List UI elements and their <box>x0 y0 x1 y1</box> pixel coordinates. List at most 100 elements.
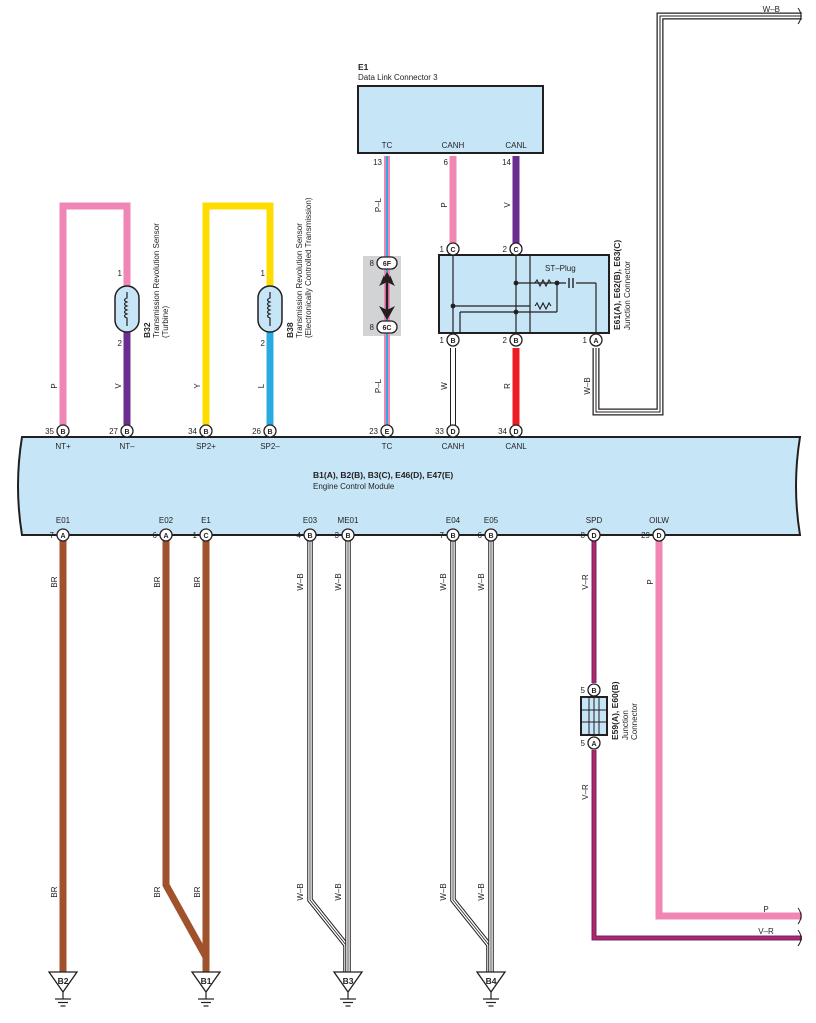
dlc-pin-tc-label: TC <box>382 141 393 150</box>
ecm-terminal-me01: ME01 <box>338 516 359 525</box>
e59-codes: E59(A), E60(B) <box>610 681 620 740</box>
wire-label-pl-tc: P–L <box>374 378 383 393</box>
e61-top-pin-1-num: 1 <box>440 245 445 254</box>
wire-label-wb-top-right: W–B <box>763 5 780 14</box>
dlc-pin-canh-num: 6 <box>444 158 449 167</box>
dlc-pin-tc-num: 13 <box>373 158 382 167</box>
sensor-b32 <box>114 285 140 333</box>
ecm-terminal-canl: CANL <box>505 442 527 451</box>
ecm-terminal-e04: E04 <box>446 516 461 525</box>
wire-label-p-canh: P <box>440 202 449 207</box>
ecm-name: Engine Control Module <box>313 482 395 491</box>
ecm-terminal-canh: CANH <box>442 442 465 451</box>
wire-label-br-lower-3: BR <box>193 886 202 897</box>
wire-label-v-canl: V <box>503 202 512 208</box>
ecm-terminal-e02: E02 <box>159 516 174 525</box>
wire-y-sp2-plus <box>202 202 274 425</box>
e61-top-pin-2-num: 2 <box>503 245 508 254</box>
ecm-box <box>17 436 802 536</box>
ground-label-b4: B4 <box>486 976 497 986</box>
dlc-pin-canh-label: CANH <box>442 141 465 150</box>
ecm-top-pin-num-3: 34 <box>188 427 197 436</box>
ecm-terminal-e1: E1 <box>201 516 211 525</box>
wire-label-br-e02: BR <box>153 576 162 587</box>
wire-label-wb-e04: W–B <box>439 573 448 590</box>
ground-label-b1: B1 <box>201 976 212 986</box>
wire-p-nt-plus <box>59 202 131 425</box>
e61-bottom-pin-1-num: 1 <box>440 336 445 345</box>
ecm-bottom-pins <box>56 528 666 542</box>
wire-label-y-sp2: Y <box>193 383 202 389</box>
wire-wb-e04-e05 <box>450 541 494 972</box>
b38-code: B38 <box>285 322 295 338</box>
ecm-top-pin-num-2: 27 <box>109 427 118 436</box>
e61-codes: E61(A), E62(B), E63(C) <box>612 240 622 330</box>
wire-label-w-canh: W <box>440 382 449 390</box>
junction-6f-6c <box>363 256 401 336</box>
wire-label-pl-top: P–L <box>374 197 383 212</box>
dlc-box <box>357 85 544 154</box>
ecm-terminal-e01: E01 <box>56 516 71 525</box>
e59-name-2: Connector <box>630 703 639 740</box>
sensor-b38 <box>257 285 283 333</box>
e61-bottom-pin-2-code: B <box>513 338 518 345</box>
e61-top-pin-2-code: C <box>513 247 518 254</box>
dlc-pin-canl-label: CANL <box>505 141 527 150</box>
ecm-terminal-sp2-minus: SP2– <box>260 442 280 451</box>
ecm-bottom-pin-code-3: C <box>203 533 208 540</box>
ecm-bottom-pin-code-8: D <box>591 533 596 540</box>
ecm-bottom-pin-num-5: 3 <box>335 531 340 540</box>
wire-label-wb-e05: W–B <box>477 573 486 590</box>
j6-code-bottom: 6C <box>383 325 392 332</box>
wire-label-l-sp2: L <box>257 383 266 388</box>
ecm-bottom-pin-num-3: 1 <box>193 531 198 540</box>
ground-label-b3: B3 <box>343 976 354 986</box>
b32-name: Transmission Revolution Sensor <box>152 223 161 338</box>
wire-wb-e03-me01 <box>307 541 351 972</box>
wire-label-br-e1: BR <box>193 576 202 587</box>
b32-pin2: 2 <box>118 339 123 348</box>
e61-bottom-pin-1-code: B <box>450 338 455 345</box>
ecm-top-pin-num-7: 34 <box>498 427 507 436</box>
b32-code: B32 <box>142 322 152 338</box>
dlc-pin-canl-num: 14 <box>502 158 511 167</box>
e61-name: Junction Connector <box>623 261 632 330</box>
wire-label-wb-lower-3: W–B <box>439 883 448 900</box>
wire-label-wb-e03: W–B <box>296 573 305 590</box>
wire-label-br-e01: BR <box>50 576 59 587</box>
wire-label-v-nt: V <box>114 383 123 389</box>
ecm-codes: B1(A), B2(B), B3(C), E46(D), E47(E) <box>313 470 453 480</box>
wire-vr-spd <box>591 541 802 941</box>
ecm-top-pins <box>56 424 523 438</box>
ecm-top-pin-code-2: B <box>124 429 129 436</box>
ecm-top-pin-num-4: 26 <box>252 427 261 436</box>
ecm-bottom-pin-num-9: 29 <box>641 531 650 540</box>
ecm-terminal-oilw: OILW <box>649 516 669 525</box>
dlc-code: E1 <box>358 62 369 72</box>
ecm-terminal-sp2-plus: SP2+ <box>196 442 216 451</box>
b32-pin1: 1 <box>118 269 123 278</box>
wire-label-vr-below-junction: V–R <box>581 784 590 800</box>
ecm-terminal-nt-plus: NT+ <box>55 442 71 451</box>
ecm-bottom-pin-code-2: A <box>163 533 168 540</box>
ecm-bottom-pin-num-7: 6 <box>478 531 483 540</box>
ecm-bottom-pin-code-1: A <box>60 533 65 540</box>
ecm-bottom-pin-num-8: 8 <box>581 531 586 540</box>
e61-top-pin-1-code: C <box>450 247 455 254</box>
ecm-top-pin-code-7: D <box>513 429 518 436</box>
e59-pin-top-code: B <box>591 688 596 695</box>
junction-e59-box <box>580 683 608 750</box>
j6-pin-top: 8 <box>370 259 375 268</box>
b38-pin1: 1 <box>261 269 266 278</box>
ecm-top-pin-code-3: B <box>203 429 208 436</box>
ecm-top-pin-code-6: D <box>450 429 455 436</box>
wire-label-wb-me01: W–B <box>334 573 343 590</box>
wire-label-vr-spd: V–R <box>581 574 590 590</box>
ecm-bottom-pin-num-4: 4 <box>297 531 302 540</box>
ecm-top-pin-code-1: B <box>60 429 65 436</box>
wire-wb-top-right <box>592 12 802 416</box>
e61-bottom-pin-3-num: 1 <box>583 336 588 345</box>
ecm-bottom-pin-code-4: B <box>307 533 312 540</box>
ecm-top-pin-num-5: 23 <box>369 427 378 436</box>
e59-pin-top-num: 5 <box>581 686 586 695</box>
